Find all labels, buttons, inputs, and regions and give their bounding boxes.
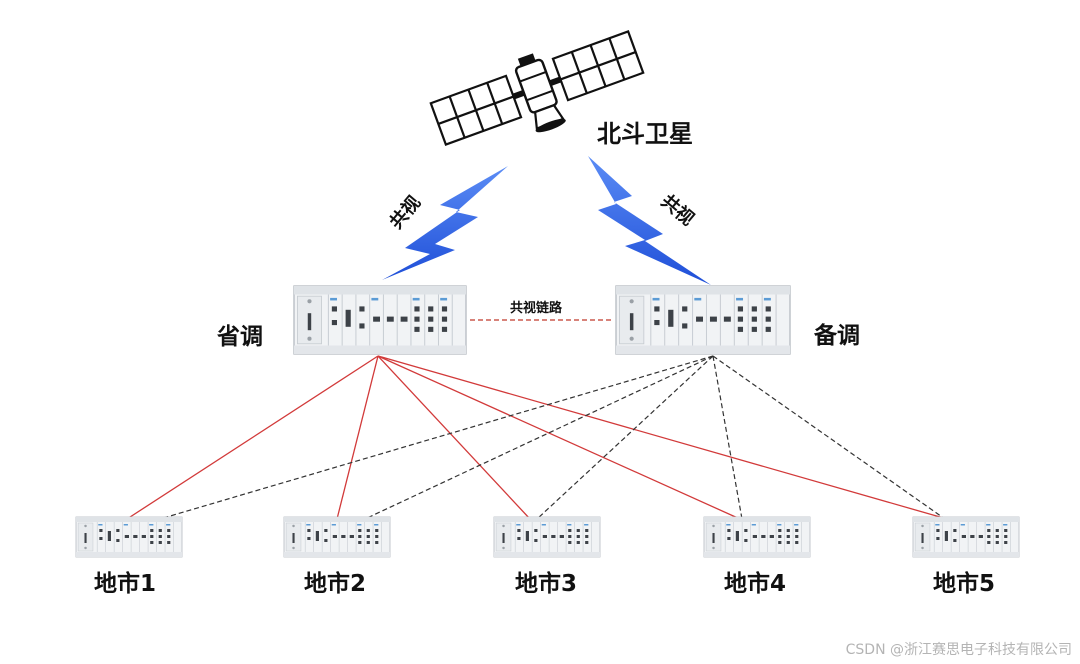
city2-rack [283, 516, 391, 558]
link-primary-city1 [126, 355, 379, 520]
city5-rack [912, 516, 1020, 558]
link-primary-city2 [336, 355, 379, 520]
link-primary-city4 [377, 355, 741, 520]
city3-label: 地市3 [515, 570, 577, 597]
signal-bolt-right-icon [588, 156, 711, 285]
watermark: CSDN @浙江赛思电子科技有限公司 [846, 642, 1072, 658]
backup-dispatch-rack [615, 285, 791, 355]
satellite-label: 北斗卫星 [597, 120, 693, 148]
satellite-icon [429, 30, 645, 146]
link-backup-city5 [712, 355, 946, 520]
link-primary-city5 [377, 355, 948, 520]
link-primary-city3 [377, 355, 531, 520]
link-backup-city4 [712, 355, 743, 520]
city4-rack [703, 516, 811, 558]
city3-rack [493, 516, 601, 558]
link-backup-city1 [159, 355, 714, 520]
signal-bolt-left-icon [382, 166, 508, 280]
backup-links [159, 355, 946, 520]
common-view-label-right: 共视 [657, 190, 699, 230]
primary-dispatch-rack [293, 285, 467, 355]
common-view-label-left: 共视 [385, 191, 425, 233]
city1-label: 地市1 [94, 570, 156, 597]
link-backup-city2 [364, 355, 714, 520]
backup-dispatch-label: 备调 [813, 322, 860, 349]
city4-label: 地市4 [724, 570, 786, 597]
primary-dispatch-label: 省调 [216, 324, 263, 350]
city5-label: 地市5 [933, 570, 995, 597]
primary-links [126, 355, 948, 520]
city1-rack [75, 516, 183, 558]
city2-label: 地市2 [304, 570, 366, 597]
common-view-link-label: 共视链路 [510, 300, 563, 316]
